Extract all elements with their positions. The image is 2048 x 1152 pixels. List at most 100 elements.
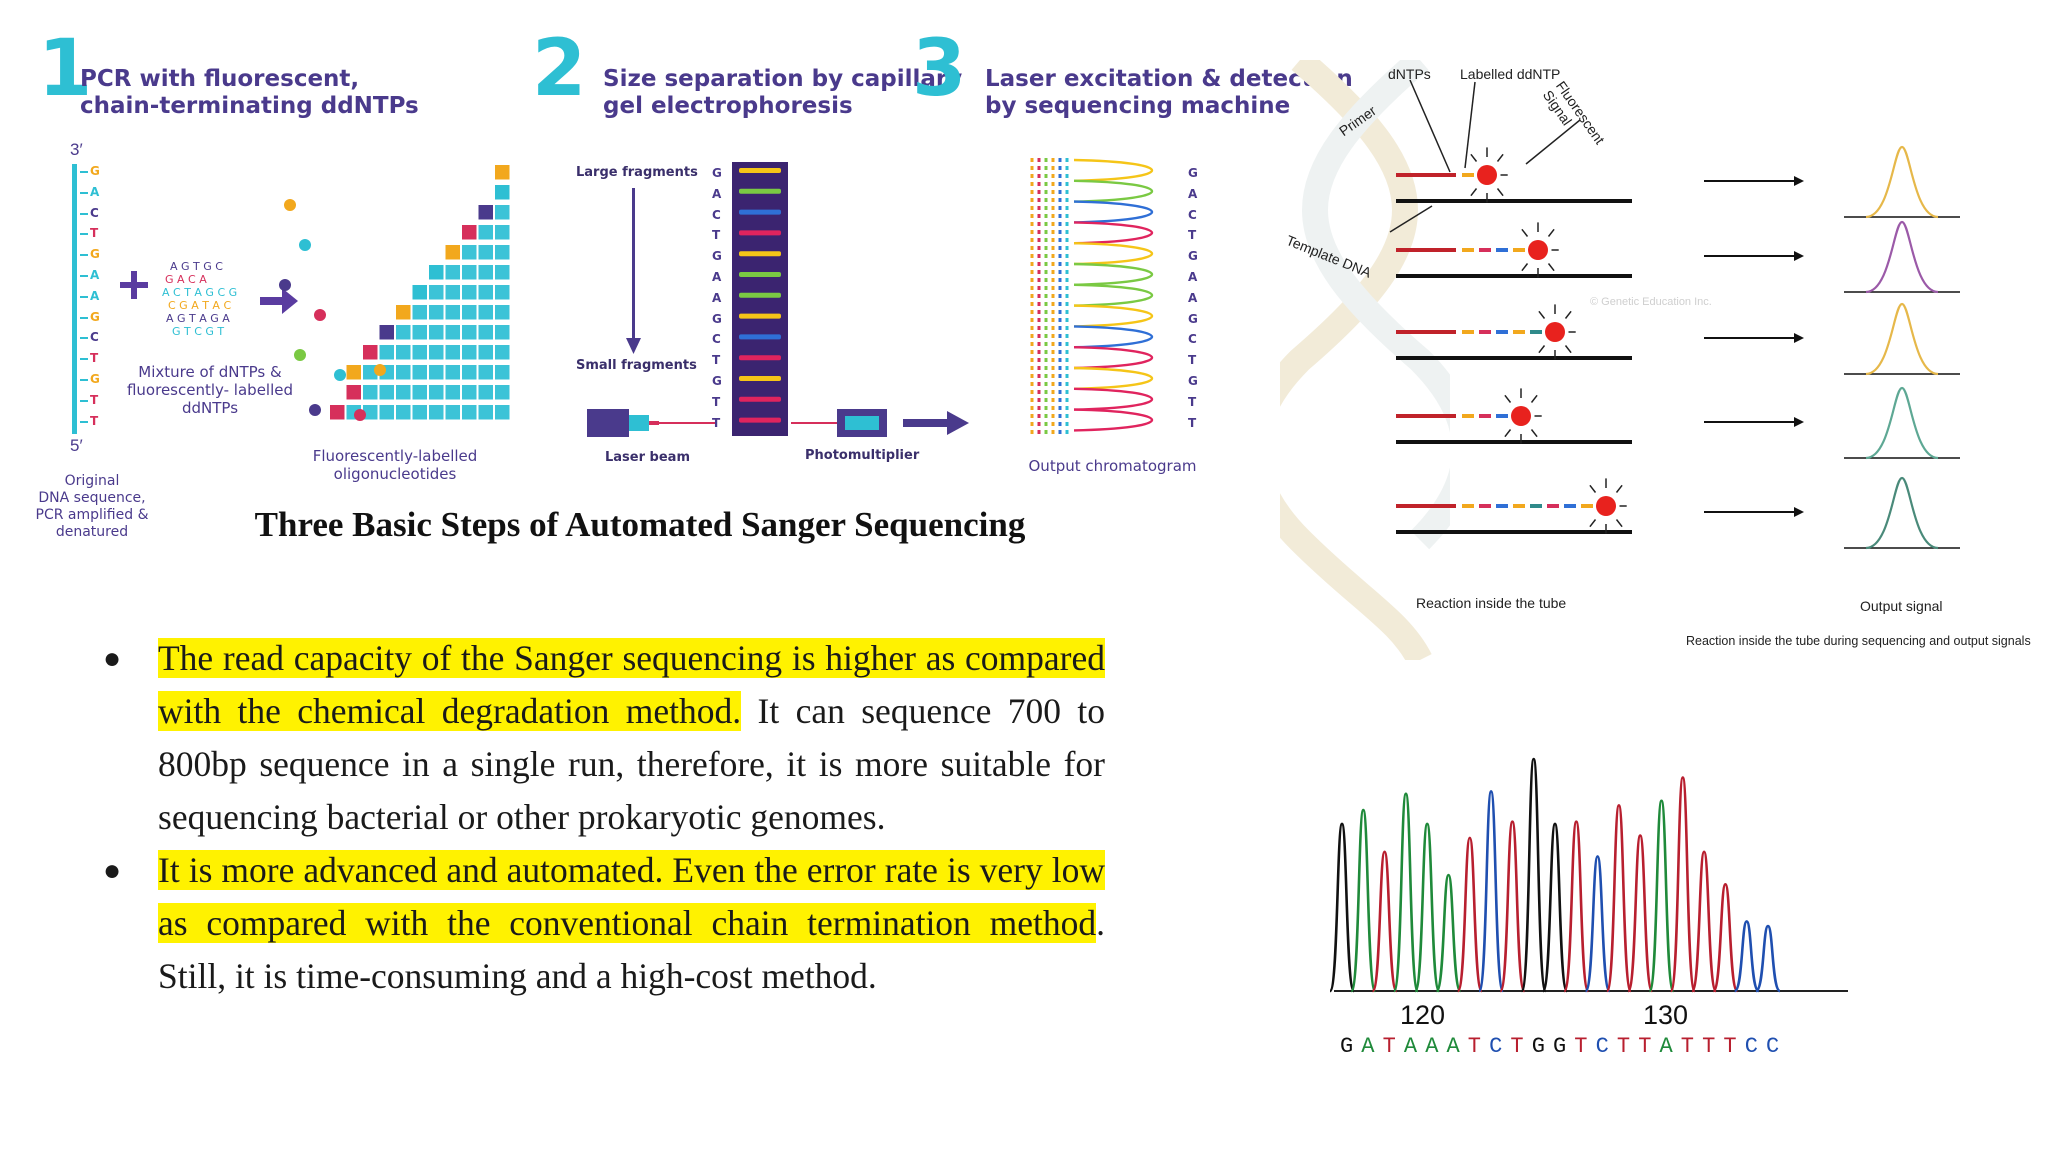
oligo-cell [495,225,510,240]
gel-band [739,188,781,194]
ddntp-dot [1511,406,1531,426]
trace-base-letter: A [1659,1034,1673,1059]
chromatogram-peak [1073,366,1153,390]
oligo-cell [462,305,477,320]
base-letter: T [712,228,721,243]
oligo-cell [462,245,477,260]
nucleotide-dot [284,199,296,211]
bullet-2-text: . Still, it is time-consuming and a high… [158,903,1105,996]
base-letter: A [1188,290,1198,305]
oligo-cell [462,285,477,300]
oligo-cell [363,405,378,420]
gel-band [739,334,781,340]
base-letter: T [1188,353,1197,368]
step-1-title-line2: chain-terminating ddNTPs [80,93,419,119]
chromatogram-peak [1073,387,1153,411]
gel-band [739,251,781,257]
oligo-cell [462,325,477,340]
strand-tick [80,399,88,402]
strand-tick [80,254,88,257]
signal-ray [1564,345,1572,354]
oligo-cell [379,385,394,400]
oligo-cell [445,365,460,380]
chromatogram-peak [1073,221,1153,245]
oligo-cell [445,405,460,420]
chromatogram-peak [1073,408,1153,432]
base-letter: G [712,311,722,326]
gel-band [739,355,781,361]
gel-band [739,230,781,236]
oligo-cell [445,325,460,340]
step-1-title-line1: PCR with fluorescent, [80,66,360,92]
oligo-cell [346,365,361,380]
dntps-pointer [1409,79,1451,173]
base-letter: A [712,270,722,284]
trace-base-letter: T [1616,1034,1631,1059]
base-letter: C [90,330,99,345]
trace-base-letter: C [1595,1034,1609,1059]
fragment-direction-arrow [626,188,641,354]
step-3-number: 3 [912,24,967,114]
signal-arrowhead [1794,176,1804,186]
signal-ray [1530,429,1538,438]
gel-band [739,313,781,319]
oligo-cell [396,405,411,420]
signal-arrowhead [1794,417,1804,427]
strand-tick [80,337,88,340]
base-letter: T [712,394,721,409]
reaction-caption: Reaction inside the tube during sequenci… [1686,634,2031,648]
ddntp-dot [1596,496,1616,516]
step-1-number: 1 [38,24,93,114]
step-2-title: Size separation by capillary gel electro… [603,66,962,120]
nucleotide-dot [354,409,366,421]
step-2-title-line1: Size separation by capillary [603,66,963,92]
trace-peak [1499,820,1526,993]
large-fragments-label: Large fragments [576,165,698,180]
oligo-cell [495,245,510,260]
base-letter: T [712,415,721,430]
watermark: © Genetic Education Inc. [1590,296,1712,308]
output-peak [1865,386,1939,460]
mixture-blob: A G T G C G A C A A C T A G C G C G A T … [162,260,237,338]
strand-tick [80,379,88,381]
trace-peak [1690,850,1718,993]
oligo-cell [396,325,411,340]
oligo-cell [379,405,394,420]
oligo-cell [412,325,427,340]
signal-ray [1538,310,1546,319]
base-letter: A [90,268,100,282]
mixture-caption-line1: Mixture of dNTPs & [138,363,282,381]
signal-ray [1504,394,1512,403]
signal-ray [1564,310,1572,319]
trace-peak [1392,792,1420,993]
strand-tick [80,316,88,319]
trace-base-letter: T [1680,1034,1694,1059]
laser-device [587,409,969,437]
oligo-cell [495,205,510,220]
original-caption: Original DNA sequence, PCR amplified & d… [22,473,162,541]
output-peak [1865,302,1939,376]
nucleotide-dot [299,239,311,251]
oligo-cell [412,305,427,320]
trace-base-letter: T [1382,1034,1396,1059]
labelled-caption-line1: Fluorescently-labelled [312,447,478,465]
signal-ray [1530,394,1538,403]
mixture-caption: Mixture of dNTPs & fluorescently- labell… [120,363,300,417]
strand-tick [80,358,88,361]
trace-base-letter: T [1510,1034,1524,1059]
svg-text:A G T A G A: A G T A G A [166,312,230,325]
chromatogram-peak [1073,304,1153,328]
strand-tick [80,171,88,173]
ddntp-dot [1545,322,1565,342]
base-letter: T [712,353,721,368]
oligo-cell [495,325,510,340]
step-2-number: 2 [532,24,587,114]
trace-peak [1648,799,1675,993]
step-1-title: PCR with fluorescent, chain-terminating … [80,66,419,120]
trace-peak [1435,873,1462,993]
signal-arrowhead [1794,251,1804,261]
oligo-cell [495,385,510,400]
oligonucleotide-grid [279,165,510,421]
chromatogram-peak [1073,200,1153,224]
strand-tick [80,275,88,277]
